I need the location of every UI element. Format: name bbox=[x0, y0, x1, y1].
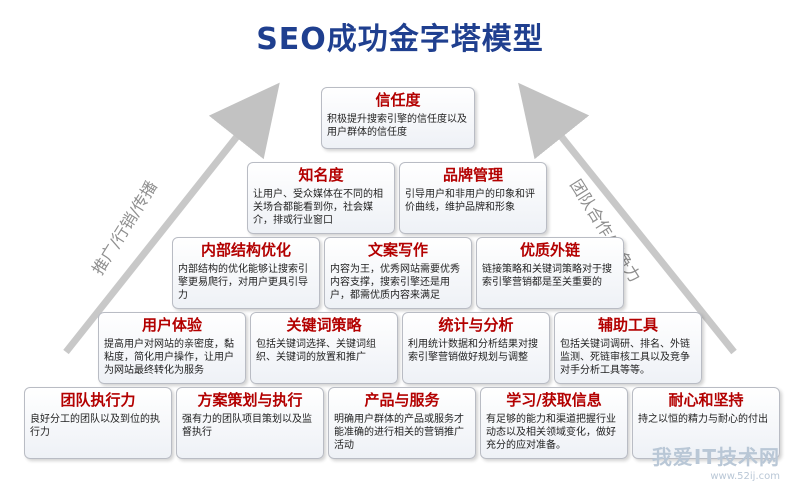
pyramid-box-keywords: 关键词策略 包括关键词选择、关键词组织、关键词的放置和推广 bbox=[250, 312, 398, 384]
box-desc: 让用户、受众媒体在不同的相关场合都能看到你，社会媒介，排或行业窗口 bbox=[253, 189, 383, 226]
watermark-main: 我爱IT技术网 bbox=[651, 445, 780, 469]
box-title: 用户体验 bbox=[141, 316, 202, 334]
box-title: 优质外链 bbox=[519, 241, 580, 259]
pyramid-box-copywriting: 文案写作 内容为王，优秀网站需要优秀内容支撑，搜索引擎还是用户，都需优质内容来满… bbox=[324, 237, 472, 309]
box-title: 文案写作 bbox=[367, 241, 428, 259]
box-title: 关键词策略 bbox=[286, 316, 362, 334]
box-title: 辅助工具 bbox=[597, 316, 658, 334]
box-title: 知名度 bbox=[298, 166, 344, 184]
box-desc: 明确用户群体的产品或服务才能准确的进行相关的营销推广活动 bbox=[334, 414, 464, 451]
box-desc: 内部结构的优化能够让搜索引擎更易爬行，对用户更具引导力 bbox=[178, 264, 308, 301]
box-title: 团队执行力 bbox=[60, 391, 136, 409]
box-desc: 持之以恒的精力与耐心的付出 bbox=[638, 414, 768, 425]
box-desc: 链接策略和关键词策略对于搜索引擎营销都是至关重要的 bbox=[482, 264, 612, 288]
box-desc: 引导用户和非用户的印象和评价曲线，维护品牌和形象 bbox=[405, 189, 535, 213]
box-title: 学习/获取信息 bbox=[506, 391, 602, 409]
pyramid-box-tools: 辅助工具 包括关键词调研、排名、外链监测、死链审核工具以及竞争对手分析工具等等。 bbox=[554, 312, 702, 384]
pyramid-box-learning: 学习/获取信息 有足够的能力和渠道把握行业动态以及相关领域变化，做好充分的应对准… bbox=[480, 387, 628, 459]
pyramid-box-persistence: 耐心和坚持 持之以恒的精力与耐心的付出 bbox=[632, 387, 780, 459]
left-arrow-icon bbox=[63, 82, 280, 355]
pyramid-box-analytics: 统计与分析 利用统计数据和分析结果对搜索引擎营销做好规划与调整 bbox=[402, 312, 550, 384]
box-title: 方案策划与执行 bbox=[197, 391, 303, 409]
pyramid-box-planning: 方案策划与执行 强有力的团队项目策划以及监督执行 bbox=[176, 387, 324, 459]
box-title: 品牌管理 bbox=[442, 166, 503, 184]
page-title: SEO成功金字塔模型 bbox=[256, 22, 544, 57]
box-desc: 积极提升搜索引擎的信任度以及用户群体的信任度 bbox=[327, 114, 467, 138]
box-desc: 包括关键词选择、关键词组织、关键词的放置和推广 bbox=[256, 339, 376, 363]
box-title: 内部结构优化 bbox=[200, 241, 291, 259]
box-desc: 有足够的能力和渠道把握行业动态以及相关领域变化，做好充分的应对准备。 bbox=[486, 414, 616, 451]
box-desc: 利用统计数据和分析结果对搜索引擎营销做好规划与调整 bbox=[408, 339, 538, 363]
right-arrow-icon bbox=[518, 82, 737, 355]
pyramid-box-brand: 品牌管理 引导用户和非用户的印象和评价曲线，维护品牌和形象 bbox=[399, 162, 547, 234]
box-title: 耐心和坚持 bbox=[668, 391, 744, 409]
box-title: 统计与分析 bbox=[438, 316, 514, 334]
pyramid-box-trust: 信任度 积极提升搜索引擎的信任度以及用户群体的信任度 bbox=[321, 87, 475, 149]
box-desc: 内容为王，优秀网站需要优秀内容支撑，搜索引擎还是用户，都需优质内容来满足 bbox=[330, 264, 460, 301]
box-title: 信任度 bbox=[375, 91, 421, 109]
pyramid-box-awareness: 知名度 让用户、受众媒体在不同的相关场合都能看到你，社会媒介，排或行业窗口 bbox=[247, 162, 395, 234]
box-title: 产品与服务 bbox=[364, 391, 440, 409]
box-desc: 提高用户对网站的亲密度，黏粘度，简化用户操作，让用户为网站最终转化为服务 bbox=[104, 339, 234, 376]
pyramid-box-backlinks: 优质外链 链接策略和关键词策略对于搜索引擎营销都是至关重要的 bbox=[476, 237, 624, 309]
pyramid-box-ux: 用户体验 提高用户对网站的亲密度，黏粘度，简化用户操作，让用户为网站最终转化为服… bbox=[98, 312, 246, 384]
box-desc: 强有力的团队项目策划以及监督执行 bbox=[182, 414, 312, 438]
watermark: 我爱IT技术网 www.52ij.com bbox=[652, 441, 780, 482]
pyramid-box-structure: 内部结构优化 内部结构的优化能够让搜索引擎更易爬行，对用户更具引导力 bbox=[172, 237, 320, 309]
pyramid-box-product: 产品与服务 明确用户群体的产品或服务才能准确的进行相关的营销推广活动 bbox=[328, 387, 476, 459]
box-desc: 包括关键词调研、排名、外链监测、死链审核工具以及竞争对手分析工具等等。 bbox=[560, 339, 690, 376]
box-desc: 良好分工的团队以及到位的执行力 bbox=[30, 414, 160, 438]
watermark-url: www.52ij.com bbox=[710, 471, 780, 482]
pyramid-box-team: 团队执行力 良好分工的团队以及到位的执行力 bbox=[24, 387, 172, 459]
